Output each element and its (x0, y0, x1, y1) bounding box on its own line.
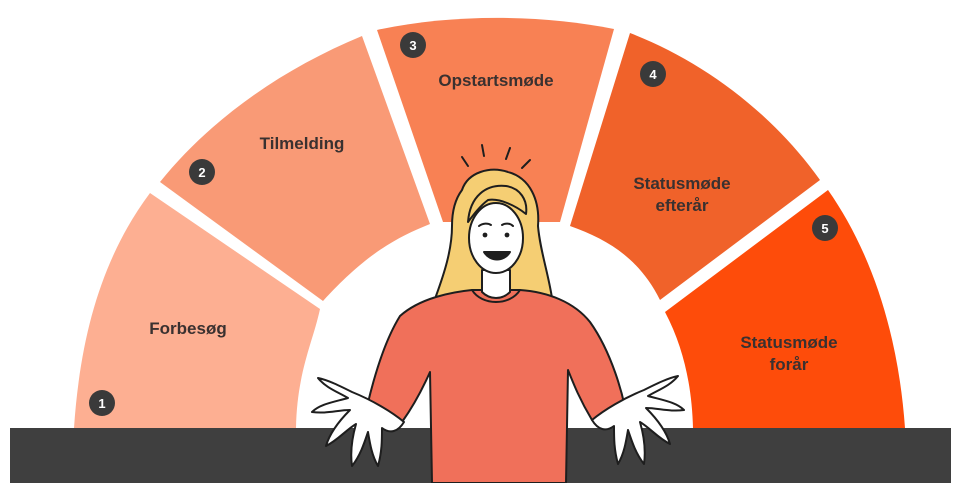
number-badge-text: 5 (821, 221, 828, 236)
segment-statusmode-efterar (570, 33, 820, 300)
segment-label-forbesog: Forbesøg (149, 319, 226, 338)
person-shrugging-illustration (311, 144, 685, 483)
number-badge-text: 2 (198, 165, 205, 180)
segment-label-line: forår (770, 355, 809, 374)
segment-label-tilmelding: Tilmelding (260, 134, 345, 153)
number-badge-4: 4 (640, 61, 666, 87)
segment-label-line: efterår (656, 196, 709, 215)
hair-bangs (467, 184, 528, 223)
right-eyebrow (501, 222, 514, 227)
face (468, 202, 524, 274)
number-badge-text: 3 (409, 38, 416, 53)
segment-statusmode-forar (665, 190, 905, 428)
number-badge-text: 1 (98, 396, 105, 411)
number-badge-text: 4 (649, 67, 657, 82)
segment-opstartsmode (377, 17, 614, 222)
number-badge-5: 5 (812, 215, 838, 241)
neck (481, 269, 511, 299)
arch-segments (74, 17, 905, 428)
segment-label-opstartsmode: Opstartsmøde (438, 71, 553, 90)
segment-label-statusmode-forar: Statusmøde forår (740, 333, 837, 374)
number-badge-3: 3 (400, 32, 426, 58)
left-eyebrow (478, 222, 492, 227)
left-hand (311, 377, 405, 467)
segment-label-line: Statusmøde (633, 174, 730, 193)
number-badge-2: 2 (189, 159, 215, 185)
number-badges: 1 2 3 4 5 (89, 32, 838, 416)
segment-labels: Forbesøg Tilmelding Opstartsmøde Statusm… (149, 71, 837, 374)
segment-tilmelding (160, 36, 430, 301)
segment-label-statusmode-efterar: Statusmøde efterår (633, 174, 730, 215)
right-eye (504, 232, 510, 238)
segment-forbesog (74, 193, 320, 428)
segment-label-line: Statusmøde (740, 333, 837, 352)
segment-label-line: Tilmelding (260, 134, 345, 153)
segment-label-line: Forbesøg (149, 319, 226, 338)
left-eye (482, 232, 488, 238)
number-badge-1: 1 (89, 390, 115, 416)
smile (483, 251, 511, 261)
right-hand (591, 375, 685, 465)
collar (471, 289, 521, 303)
excitement-lines-icon (461, 144, 531, 169)
segment-label-line: Opstartsmøde (438, 71, 553, 90)
